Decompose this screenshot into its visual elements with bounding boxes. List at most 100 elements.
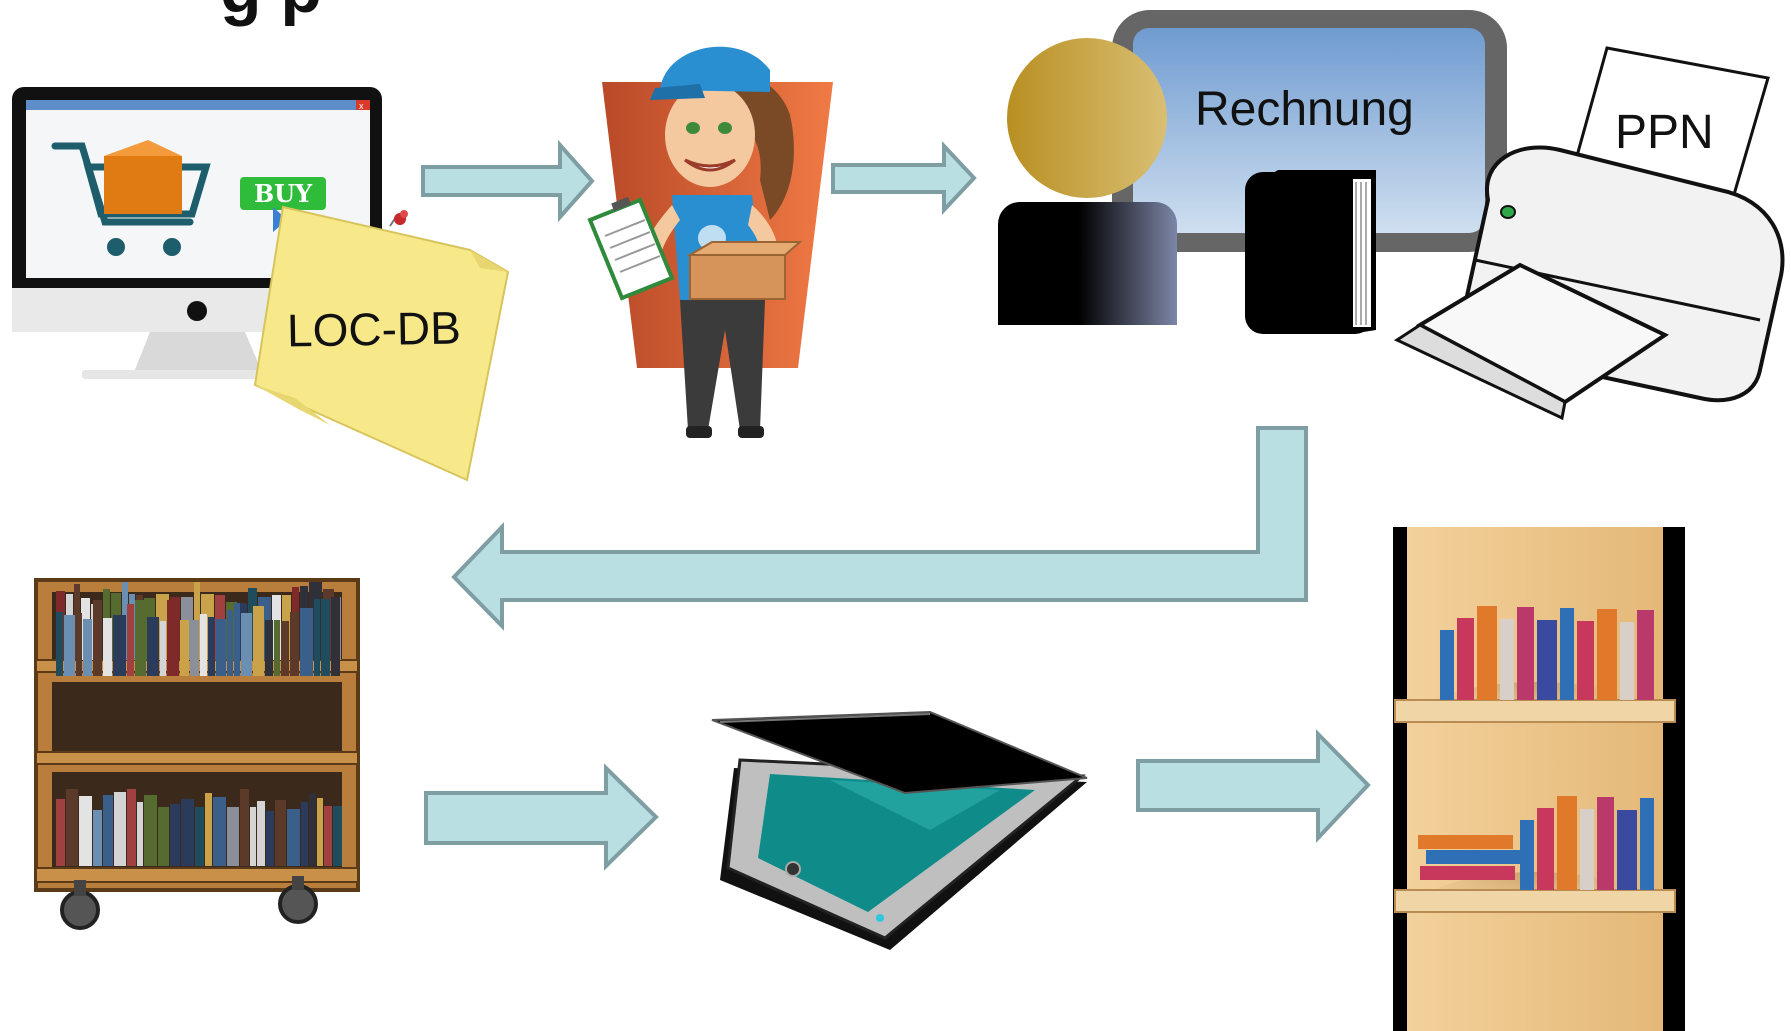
cart-book-spine [93,600,102,676]
cart-book-spine [274,620,280,676]
cart-book-spine [248,588,257,660]
cart-book-spine [127,604,134,676]
shopping-cart-icon [51,140,211,256]
cart-book-spine [301,802,308,866]
buy-label: BUY [254,179,313,208]
buy-button-icon: BUY [240,177,326,237]
cart-book-spine [240,789,249,866]
cart-book-spine [93,810,102,866]
cart-book-spine [180,620,189,676]
cart-book-spine [167,600,179,676]
sticky-note-label: LOC-DB [286,301,462,357]
book-icon [1245,170,1376,334]
bookshelf-icon [1393,527,1685,1031]
invoice-label: Rechnung [1195,83,1414,136]
shelf-book-spine [1597,797,1614,890]
shelf-book-spine [1537,620,1557,700]
cart-book-spine [227,610,233,676]
cart-book-spine [275,800,286,866]
shelf-book-spine [1597,609,1617,700]
cart-book-spine [181,799,194,866]
cart-book-spine [333,806,342,866]
cart-book-spine [317,798,323,866]
sticky-note [253,205,510,482]
title-fragment: g p [220,0,322,28]
cart-book-spine [144,795,157,866]
cart-book-spine [331,597,340,676]
cart-book-spine [114,792,126,866]
shelf-book-spine [1620,622,1634,700]
shelf-books [1418,606,1654,890]
cart-book-spine [281,621,289,676]
cart-book-spine [213,797,226,866]
cart-book-spine [324,806,332,866]
parcel-icon [686,241,803,300]
cart-book-spine [113,615,126,676]
shelf-book-spine [1557,796,1577,890]
cart-book-spine [208,617,215,676]
arrow-monitor-to-courier [421,139,595,223]
invoice-screen [1112,10,1507,252]
shelf-book-spine [1560,608,1574,700]
cart-book-spine [56,799,65,866]
cart-book-spine [79,796,92,866]
arrow-book-cart-to-scanner [424,763,659,871]
cart-book-spine [76,613,82,676]
cart-book-spine [300,608,313,676]
cart-book-spine [321,599,330,676]
scanner-icon [711,710,1088,950]
person-icon [998,38,1177,325]
cart-book-spine [227,807,239,866]
cart-book-spine [216,619,226,676]
clipboard-icon [587,196,675,301]
shelf-book-spine [1577,621,1594,700]
printer-paper-label: PPN [1615,106,1714,159]
shelf-book-spine [1500,619,1514,700]
cart-book-spine [195,807,204,866]
cart-book-spine [266,811,274,866]
cart-book-spine [257,801,265,866]
cart-book-spine [56,612,63,676]
shelf-book-spine [1517,607,1534,700]
arrow-courier-to-invoice [831,140,977,216]
cart-book-spine [147,617,159,676]
arrow-invoice-to-book-cart [451,426,1308,631]
printer-icon [1393,46,1785,421]
pushpin-icon [389,210,408,227]
cart-book-spine [137,802,143,866]
shelf-book-spine [1580,809,1594,890]
cart-book-spine [234,603,240,676]
cart-book-spine [135,600,146,676]
shelf-book-stacked [1418,835,1513,849]
cart-book-spine [158,807,169,866]
shelf-book-spine [1457,618,1474,700]
cart-book-spine [250,807,256,866]
arrow-scanner-to-shelf [1136,729,1371,844]
shelf-book-spine [1520,820,1534,890]
cart-book-spine [309,793,316,866]
shelf-book-stacked [1420,866,1515,880]
shelf-book-spine [1477,606,1497,700]
cart-book-spine [83,619,92,676]
cart-book-spine [190,620,199,676]
cart-book-spine [200,614,207,676]
cart-books [56,582,342,866]
cart-book-spine [265,620,273,676]
cart-book-spine [241,613,252,676]
shelf-book-spine [1617,810,1637,890]
shelf-book-spine [1440,630,1454,700]
cart-book-spine [205,793,212,866]
cart-book-spine [287,809,300,866]
close-glyph: x [359,101,364,111]
cart-book-spine [127,789,136,866]
cart-book-spine [170,804,180,866]
cart-book-spine [64,615,75,676]
cart-book-spine [66,789,78,866]
shelf-book-spine [1537,808,1554,890]
cart-book-spine [290,612,299,676]
cart-book-spine [103,795,113,866]
cart-book-spine [103,618,112,676]
shelf-book-spine [1637,610,1654,700]
